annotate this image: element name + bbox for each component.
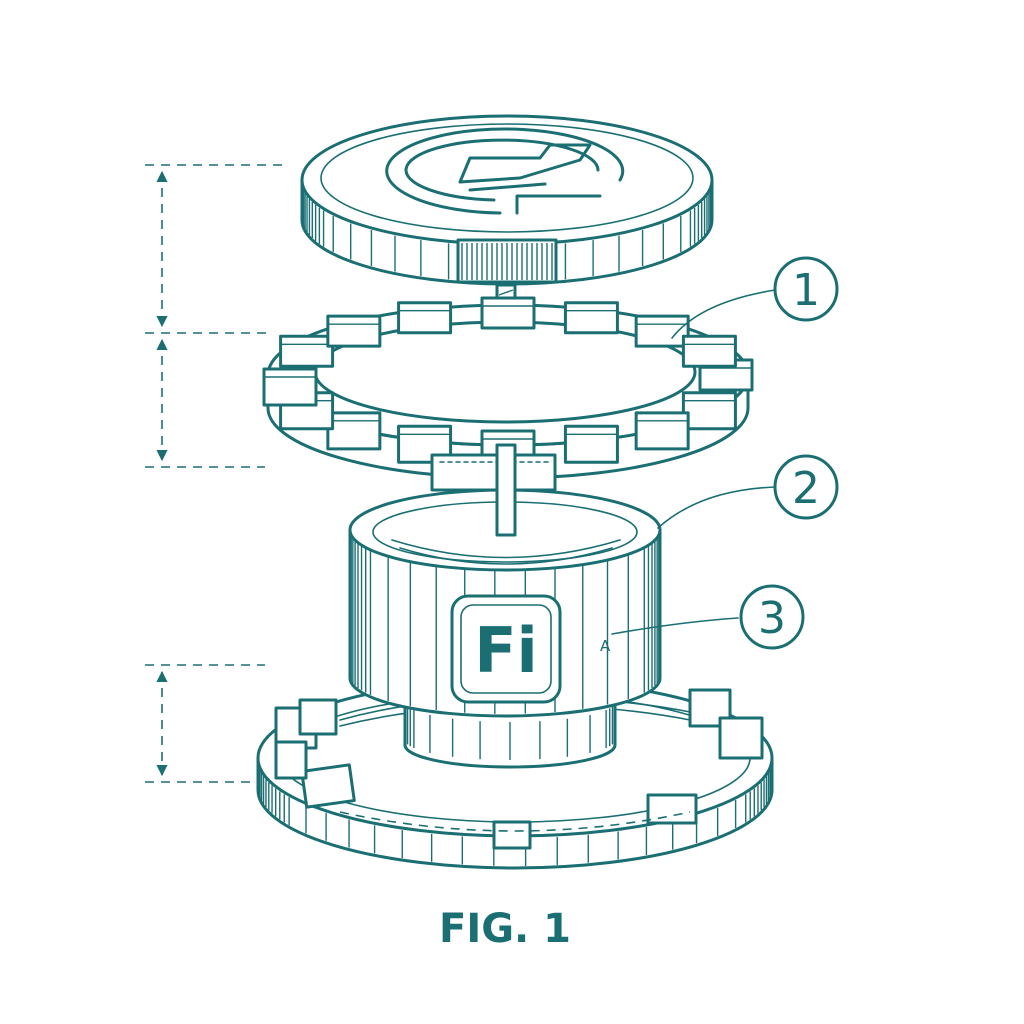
ring-segment-block (262, 367, 318, 407)
ring-segment-block (563, 301, 619, 335)
segmented-ring (262, 296, 754, 537)
ring-segment-block (634, 314, 690, 348)
main-cylinder: Fi (348, 488, 662, 718)
figure-caption: FIG. 1 (439, 906, 571, 952)
callout-number: 3 (758, 593, 786, 644)
ring-segment-block (480, 296, 536, 330)
logo-text: Fi (474, 614, 538, 687)
embossed-logo-icon (385, 127, 625, 215)
ring-segment-block (681, 391, 737, 431)
top-disc (300, 114, 714, 286)
ring-segment-block (326, 314, 382, 348)
lower-hub (403, 698, 617, 769)
callout-2: 2 (657, 454, 839, 529)
callout-3: 3 A (600, 584, 805, 655)
callout-number: 1 (792, 265, 820, 316)
ring-segment-block (326, 411, 382, 451)
ring-segment-block (563, 424, 619, 464)
ring-segment-block (681, 334, 737, 368)
callout-1: 1 (671, 256, 839, 339)
fi-logo-badge: Fi (450, 594, 562, 704)
dimension-lines (145, 164, 285, 783)
ring-segment-block (397, 301, 453, 335)
ring-segment-block (279, 334, 335, 368)
label-a: A (600, 637, 611, 655)
callout-number: 2 (792, 463, 820, 514)
ring-segment-block (634, 411, 690, 451)
